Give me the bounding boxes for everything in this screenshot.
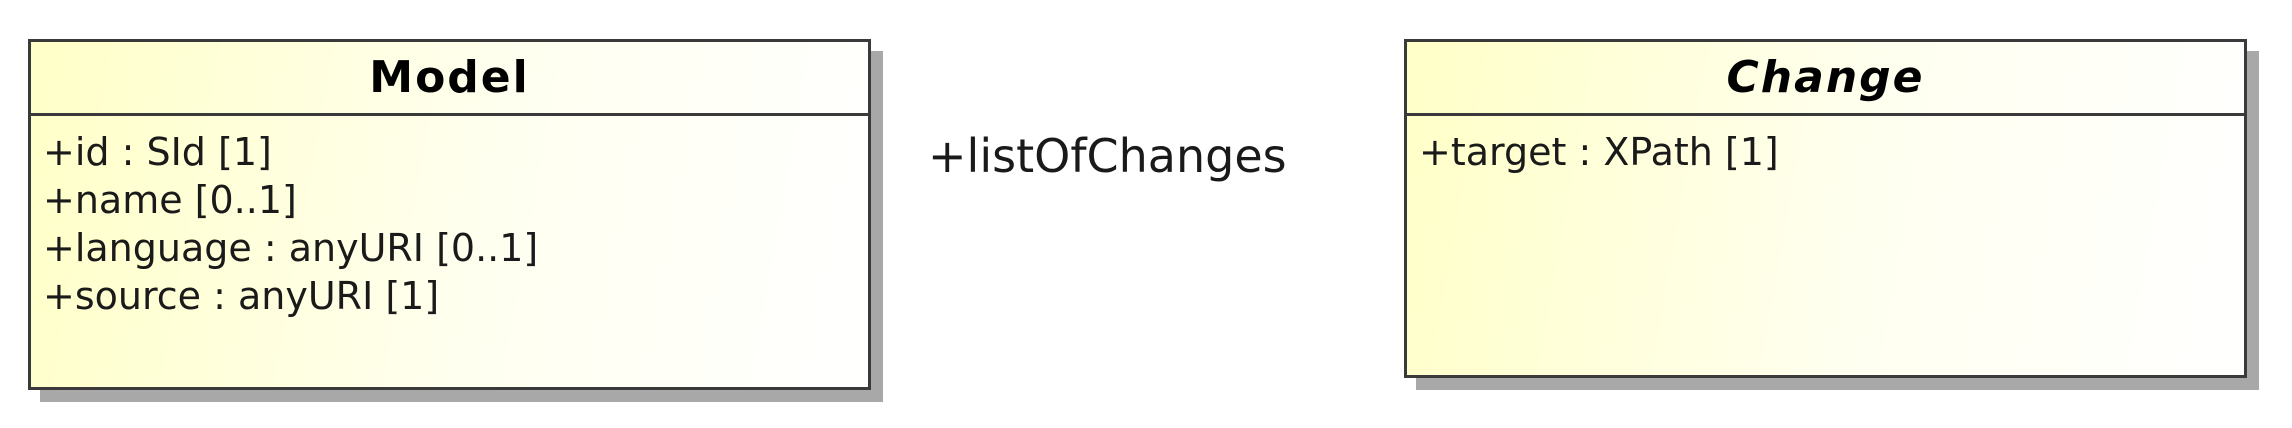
model-attribute-id: +id : SId [1] bbox=[43, 130, 272, 174]
change-class-box[interactable]: Change +target : XPath [1] bbox=[1404, 39, 2247, 378]
change-attribute-target: +target : XPath [1] bbox=[1419, 130, 1779, 174]
model-class-box[interactable]: Model +id : SId [1] +name [0..1] +langua… bbox=[28, 39, 871, 390]
association-label-list-of-changes: +listOfChanges bbox=[928, 129, 1287, 183]
model-attribute-source: +source : anyURI [1] bbox=[43, 274, 440, 318]
change-class-name: Change bbox=[1407, 42, 2244, 116]
change-attributes-compartment: +target : XPath [1] bbox=[1407, 116, 2244, 176]
model-attributes-compartment: +id : SId [1] +name [0..1] +language : a… bbox=[31, 116, 868, 320]
model-attribute-name: +name [0..1] bbox=[43, 178, 297, 222]
model-class-name: Model bbox=[31, 42, 868, 116]
model-attribute-language: +language : anyURI [0..1] bbox=[43, 226, 539, 270]
